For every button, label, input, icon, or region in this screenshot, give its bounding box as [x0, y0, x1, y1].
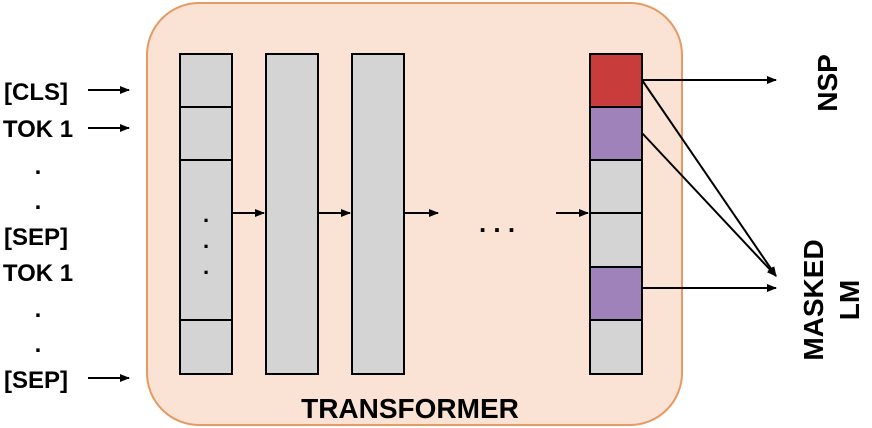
input-dot: . — [35, 153, 42, 180]
layer-ellipsis: . . . — [479, 208, 515, 238]
input-token-sep: [SEP] — [4, 367, 68, 394]
input-token-tok1: TOK 1 — [3, 116, 73, 143]
input-dot: . — [35, 188, 42, 215]
output-column — [589, 53, 643, 375]
masked-lm-arrow — [641, 132, 777, 277]
input-embedding-column — [179, 53, 233, 375]
transformer-layer-column — [265, 53, 319, 375]
masked-lm-label-line2: LM — [834, 280, 865, 320]
transformer-label: TRANSFORMER — [301, 393, 519, 424]
masked-output-cell — [589, 266, 643, 321]
output-cell — [589, 319, 643, 375]
nsp-output-cell — [589, 53, 643, 108]
nsp-label: NSP — [812, 54, 843, 112]
output-cell — [589, 212, 643, 268]
masked-output-cell — [589, 106, 643, 161]
column-inner-dot: . — [203, 228, 209, 253]
input-token-sep: [SEP] — [4, 224, 68, 251]
input-token-cls: [CLS] — [4, 79, 68, 106]
input-dot: . — [35, 296, 42, 323]
input-dot: . — [35, 331, 42, 358]
column-inner-dot: . — [203, 202, 209, 227]
column-inner-dot: . — [203, 254, 209, 279]
output-cell — [589, 159, 643, 214]
input-token-tok1: TOK 1 — [3, 260, 73, 287]
transformer-layer-column — [351, 53, 405, 375]
masked-lm-label-line1: MASKED — [798, 239, 829, 360]
masked-lm-arrow — [641, 79, 777, 277]
